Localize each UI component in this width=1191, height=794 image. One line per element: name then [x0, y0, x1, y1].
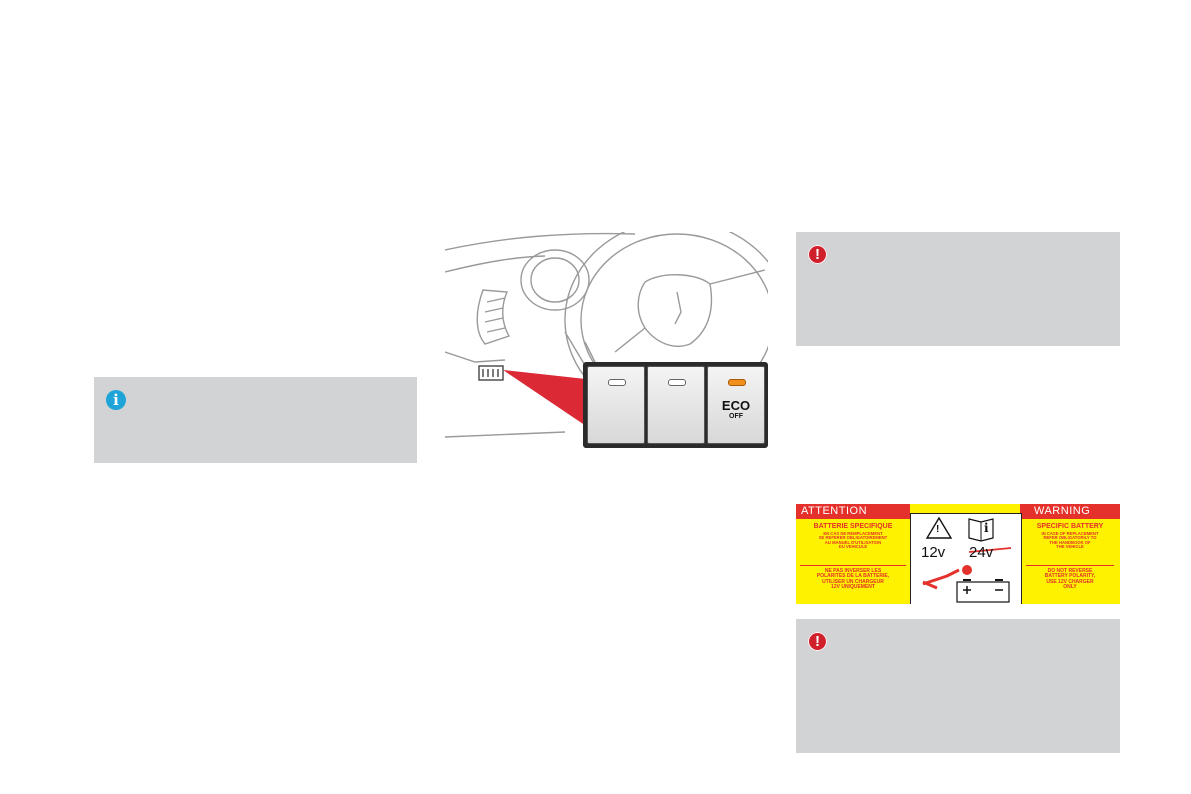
- exclamation-icon: !: [808, 245, 827, 264]
- info-note-box: i: [94, 377, 417, 463]
- eco-off-switch: ECO OFF: [707, 366, 765, 444]
- right-body-2: DO NOT REVERSE BATTERY POLARITY, USE 12V…: [1044, 568, 1096, 590]
- caution-glyph: !: [936, 524, 940, 535]
- cross-out-mark: [968, 547, 1012, 553]
- warning-note-box-top: !: [796, 232, 1120, 346]
- label-center-panel: ! i 12v 24v: [910, 513, 1022, 604]
- eco-label: ECO: [721, 398, 751, 413]
- battery-icon: [956, 581, 1010, 603]
- battery-warning-label: ATTENTION WARNING BATTERIE SPECIFIQUE EN…: [796, 504, 1120, 604]
- off-label: OFF: [729, 413, 743, 420]
- zoom-pointer: [503, 370, 595, 432]
- right-title: SPECIFIC BATTERY: [1036, 523, 1104, 530]
- exclamation-icon: !: [808, 632, 827, 651]
- switch-led: [608, 379, 626, 386]
- battery-graphic: [922, 516, 1012, 603]
- info-glyph: i: [984, 521, 989, 535]
- blank-switch-2: [647, 366, 705, 444]
- eco-led: [728, 379, 746, 386]
- blank-switch-1: [587, 366, 645, 444]
- dashboard-illustration: ECO OFF: [445, 232, 768, 448]
- left-divider: [800, 565, 906, 566]
- voltage-24v-crossed: 24v: [969, 544, 994, 561]
- right-body-1: IN CASE OF REPLACEMENT REFER OBLIGATORIL…: [1041, 531, 1099, 550]
- jumper-cable-icon: [922, 568, 960, 586]
- caution-triangle-icon: [925, 516, 953, 539]
- attention-header: ATTENTION: [796, 504, 910, 519]
- left-body-2: NE PAS INVERSER LES POLARITES DE LA BATT…: [816, 568, 890, 590]
- right-divider: [1026, 565, 1114, 566]
- voltage-12v: 12v: [921, 544, 946, 561]
- info-icon: i: [106, 390, 126, 410]
- warning-note-box-bottom: !: [796, 619, 1120, 753]
- warning-header: WARNING: [1020, 504, 1120, 519]
- left-title: BATTERIE SPECIFIQUE: [813, 523, 893, 530]
- left-body-1: EN CAS DE REMPLACEMENT SE REFERER OBLIGA…: [818, 531, 888, 550]
- switch-panel: ECO OFF: [583, 362, 768, 448]
- switch-led: [668, 379, 686, 386]
